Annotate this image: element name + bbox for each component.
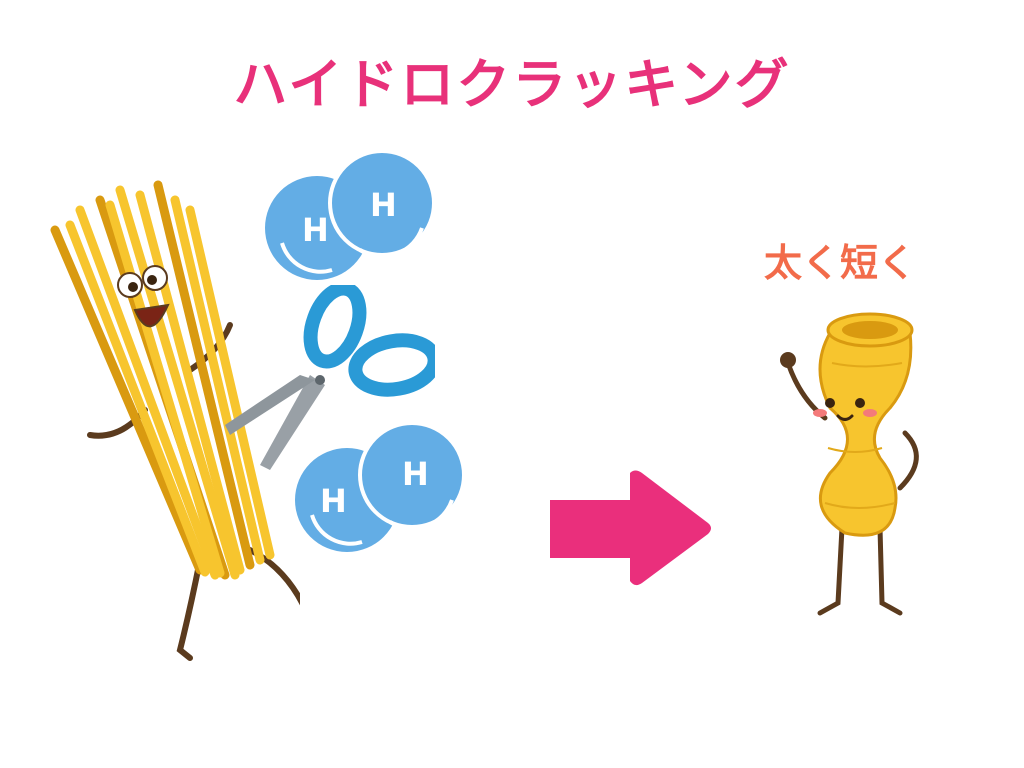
scissors-icon <box>225 285 435 470</box>
hydrogen-label: H <box>402 455 429 493</box>
hydrogen-label: H <box>320 482 347 520</box>
hydrogen-molecule-icon: H H <box>295 421 466 552</box>
page-title: ハイドロクラッキング <box>233 53 791 116</box>
subtitle-thick-short: 太く短く <box>763 241 916 285</box>
hydrogen-label: H <box>370 186 397 224</box>
right-arrow-icon <box>550 470 711 586</box>
spaghetti-character-icon <box>50 180 300 661</box>
macaroni-character-icon <box>780 312 919 616</box>
hydrogen-molecule-icon: H H <box>265 149 436 280</box>
hydrogen-label: H <box>302 211 329 249</box>
